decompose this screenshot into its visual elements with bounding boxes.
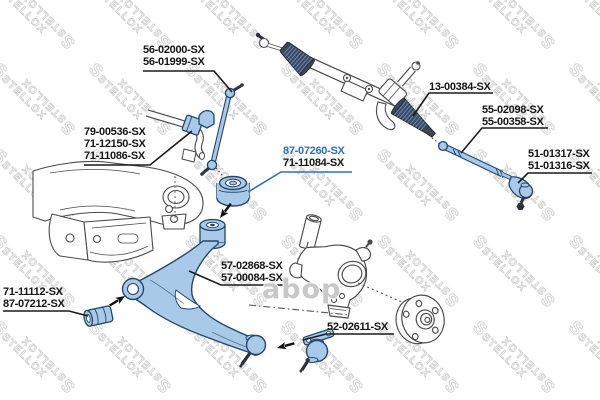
label-stabilizer-bushing: 79-00536-SX 71-12150-SX 71-11086-SX [84, 126, 146, 162]
stabilizer-bushing-drawing [181, 109, 215, 136]
assembly-axis-lines [248, 282, 403, 316]
part-number: 55-00358-SX [482, 116, 544, 128]
tie-rod-end-nut [516, 203, 525, 210]
steering-knuckle-drawing [289, 214, 373, 319]
part-number-highlighted[interactable]: 87-07260-SX [283, 145, 345, 157]
arm-rear-bushing-drawing [216, 175, 250, 207]
steering-rack-drawing [255, 32, 441, 145]
label-stabilizer-link: 56-02000-SX 56-01999-SX [143, 44, 205, 68]
part-number: 71-11084-SX [283, 157, 344, 169]
highlight-leader-line [247, 171, 352, 193]
part-number: 71-11086-SX [84, 150, 145, 162]
part-number: 56-02000-SX [143, 44, 205, 56]
subframe-drawing [32, 160, 204, 263]
part-number: 79-00536-SX [84, 126, 146, 138]
tie-rod-end-drawing [508, 176, 534, 210]
assembly-arrows [109, 202, 295, 350]
ball-joint-drawing [299, 328, 335, 373]
label-arm-front-bushing: 71-11112-SX 87-07212-SX [3, 286, 65, 310]
label-tie-rod-end: 51-01317-SX 51-01316-SX [528, 148, 590, 172]
part-number: 71-12150-SX [84, 138, 146, 150]
part-number: 52-02611-SX [327, 321, 388, 333]
wheel-hub-drawing [395, 294, 445, 345]
part-number: 57-00084-SX [221, 272, 283, 284]
label-ball-joint: 52-02611-SX [327, 321, 388, 333]
leader-lines [3, 70, 592, 341]
control-arm-drawing [121, 218, 267, 368]
part-number: 56-01999-SX [143, 56, 205, 68]
part-number: 13-00384-SX [429, 81, 491, 93]
part-number: 57-02868-SX [221, 260, 283, 272]
label-control-arm: 57-02868-SX 57-00084-SX [221, 260, 283, 284]
rack-left-bellows [279, 41, 316, 77]
part-number: 87-07212-SX [3, 298, 65, 310]
photo-watermark-text: abop [262, 274, 341, 305]
part-number: 71-11112-SX [3, 286, 63, 298]
label-inner-tie-rod: 55-02098-SX 55-00358-SX [482, 104, 544, 128]
part-number: 55-02098-SX [482, 104, 544, 116]
inner-tie-rod-drawing [437, 140, 512, 181]
stabilizer-link-drawing [200, 83, 244, 177]
arm-front-bushing-drawing [83, 305, 114, 327]
label-steering-rack: 13-00384-SX [429, 81, 491, 93]
rack-right-bellows [390, 97, 436, 138]
part-number: 51-01316-SX [528, 160, 590, 172]
label-arm-rear-bushing: 87-07260-SX 71-11084-SX [283, 145, 345, 169]
part-number: 51-01317-SX [528, 148, 590, 160]
